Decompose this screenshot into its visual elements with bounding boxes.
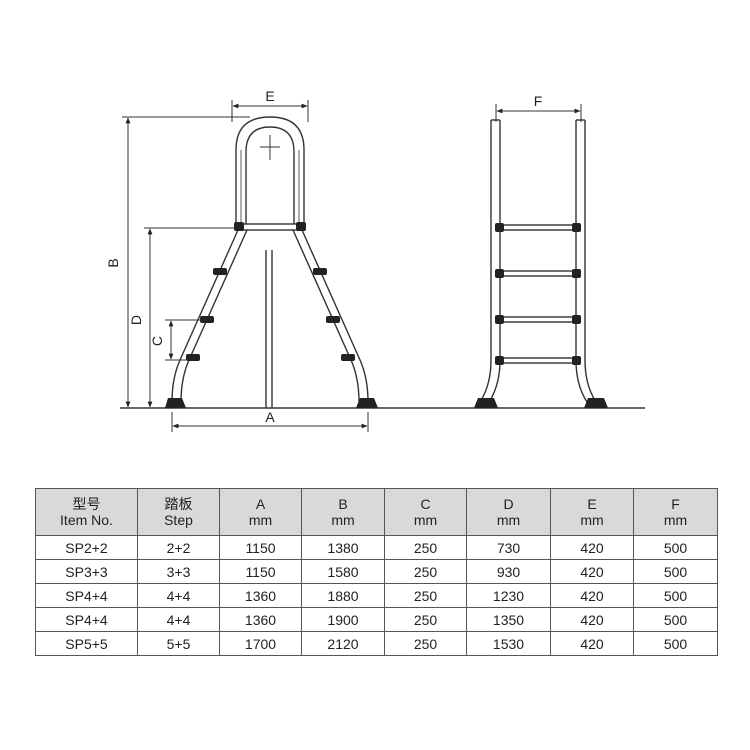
table-cell: SP3+3 bbox=[35, 559, 138, 584]
dim-label-e: E bbox=[265, 88, 274, 104]
table-cell: 5+5 bbox=[137, 631, 220, 656]
table-row: SP3+3 3+3 1150 1580 250 930 420 500 bbox=[35, 559, 718, 584]
table-cell: SP2+2 bbox=[35, 535, 138, 560]
table-cell: 1150 bbox=[219, 559, 302, 584]
table-row: SP4+4 4+4 1360 1880 250 1230 420 500 bbox=[35, 583, 718, 608]
table-cell: 420 bbox=[550, 631, 634, 656]
table-cell: 500 bbox=[633, 583, 718, 608]
table-cell: 420 bbox=[550, 535, 634, 560]
table-cell: SP4+4 bbox=[35, 583, 138, 608]
table-cell: 1580 bbox=[301, 559, 385, 584]
table-cell: 1350 bbox=[466, 607, 551, 632]
dim-label-a: A bbox=[265, 409, 275, 425]
table-cell: 4+4 bbox=[137, 583, 220, 608]
table-cell: 250 bbox=[384, 607, 467, 632]
table-cell: 730 bbox=[466, 535, 551, 560]
table-row: SP5+5 5+5 1700 2120 250 1530 420 500 bbox=[35, 631, 718, 656]
table-cell: 1700 bbox=[219, 631, 302, 656]
table-cell: 1150 bbox=[219, 535, 302, 560]
table-cell: 250 bbox=[384, 631, 467, 656]
table-cell: 1360 bbox=[219, 607, 302, 632]
table-cell: 1360 bbox=[219, 583, 302, 608]
table-cell: 2120 bbox=[301, 631, 385, 656]
dim-label-f: F bbox=[534, 93, 543, 109]
table-cell: 1900 bbox=[301, 607, 385, 632]
table-cell: 1530 bbox=[466, 631, 551, 656]
table-cell: 500 bbox=[633, 535, 718, 560]
table-row: SP4+4 4+4 1360 1900 250 1350 420 500 bbox=[35, 607, 718, 632]
table-cell: 1230 bbox=[466, 583, 551, 608]
table-cell: 930 bbox=[466, 559, 551, 584]
table-cell: 1880 bbox=[301, 583, 385, 608]
dimension-lines bbox=[122, 100, 582, 432]
table-cell: SP5+5 bbox=[35, 631, 138, 656]
ladder-diagram: E F B D C A bbox=[105, 88, 645, 432]
front-view-step-brackets bbox=[474, 223, 608, 408]
table-row: SP2+2 2+2 1150 1380 250 730 420 500 bbox=[35, 535, 718, 560]
table-cell: 420 bbox=[550, 607, 634, 632]
table-cell: 500 bbox=[633, 559, 718, 584]
dim-label-c: C bbox=[149, 336, 165, 346]
table-cell: 420 bbox=[550, 583, 634, 608]
table-cell: 250 bbox=[384, 535, 467, 560]
table-cell: 2+2 bbox=[137, 535, 220, 560]
table-cell: 500 bbox=[633, 631, 718, 656]
table-cell: SP4+4 bbox=[35, 607, 138, 632]
table-cell: 1380 bbox=[301, 535, 385, 560]
table-cell: 250 bbox=[384, 583, 467, 608]
dim-label-d: D bbox=[128, 315, 144, 325]
table-cell: 500 bbox=[633, 607, 718, 632]
side-view-ladder bbox=[171, 116, 369, 408]
table-cell: 250 bbox=[384, 559, 467, 584]
dim-label-b: B bbox=[105, 258, 121, 267]
table-cell: 4+4 bbox=[137, 607, 220, 632]
table-cell: 420 bbox=[550, 559, 634, 584]
table-cell: 3+3 bbox=[137, 559, 220, 584]
side-view-steps bbox=[165, 222, 378, 408]
